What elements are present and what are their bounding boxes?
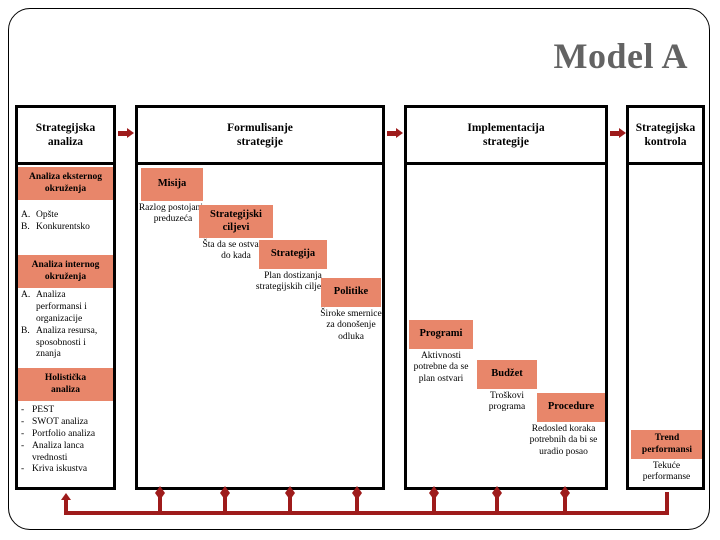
list-text: Analiza resursa, sposobnosti i znanja bbox=[36, 325, 98, 360]
list-marker: B. bbox=[21, 221, 30, 232]
list-text: Konkurentsko bbox=[36, 221, 90, 232]
step-caption-trend-performansi: Tekuće performanse bbox=[642, 461, 691, 483]
feedback-loop-right-riser bbox=[665, 492, 669, 515]
column-header-line2: analiza bbox=[47, 136, 84, 148]
column-header-strategijska-kontrola: Strategijska kontrola bbox=[626, 105, 705, 165]
column-header-line1: Implementacija bbox=[467, 121, 545, 134]
step-label: Budžet bbox=[491, 368, 523, 380]
step-label: Procedure bbox=[547, 401, 595, 413]
list-text: Analiza performansi i organizacije bbox=[36, 290, 87, 324]
feedback-loop-horizontal bbox=[64, 511, 669, 515]
block-list-analiza-eksternog: A. Opšte B. Konkurentsko bbox=[21, 210, 113, 234]
list-marker: - bbox=[21, 428, 25, 439]
list-item: - PEST bbox=[21, 405, 113, 417]
list-item: - SWOT analiza bbox=[21, 417, 113, 429]
block-title-line1: Analiza eksternog bbox=[28, 172, 103, 183]
column-body-strategijska-kontrola: Trend performansi Tekuće performanse bbox=[626, 165, 705, 490]
column-body-implementacija-strategije: Programi Aktivnosti potrebne da se plan … bbox=[404, 165, 608, 490]
list-item: A. Opšte bbox=[21, 210, 113, 222]
list-item: - Analiza lanca vrednosti bbox=[21, 441, 113, 465]
column-body-formulisanje-strategije: Misija Razlog postojanja preduzeća Strat… bbox=[135, 165, 385, 490]
step-box-strategijski-ciljevi: Strategijski ciljevi bbox=[199, 205, 273, 238]
block-title-line2: okruženja bbox=[44, 183, 87, 194]
step-caption-strategija: Plan dostizanja strategijskih ciljeva bbox=[255, 271, 331, 293]
list-text: Kriva iskustva bbox=[32, 464, 88, 475]
step-box-budzet: Budžet bbox=[477, 360, 537, 389]
step-caption-procedure: Redosled koraka potrebnih da bi se uradi… bbox=[529, 424, 598, 457]
column-header-line1: Strategijska bbox=[35, 121, 96, 134]
step-caption-misija: Razlog postojanja preduzeća bbox=[138, 203, 208, 225]
block-list-analiza-internog: A. Analiza performansi i organizacije B.… bbox=[21, 290, 113, 361]
step-label: Programi bbox=[419, 328, 463, 340]
step-box-strategija: Strategija bbox=[259, 240, 327, 269]
column-header-line1: Strategijska bbox=[635, 121, 696, 134]
block-title-line1: Holistička bbox=[44, 373, 87, 384]
list-text: PEST bbox=[32, 405, 55, 415]
block-title-line2: analiza bbox=[50, 384, 80, 395]
column-header-line2: kontrola bbox=[644, 136, 687, 148]
column-header-line2: strategije bbox=[237, 136, 283, 148]
column-header-strategijska-analiza: Strategijska analiza bbox=[15, 105, 116, 165]
step-label: Strategija bbox=[270, 248, 316, 260]
slide-border-frame bbox=[8, 8, 710, 530]
list-item: - Portfolio analiza bbox=[21, 429, 113, 441]
list-item: B. Analiza resursa, sposobnosti i znanja bbox=[21, 326, 113, 362]
feedback-loop-left-riser bbox=[64, 500, 68, 513]
block-title-holisticka-analiza: Holistička analiza bbox=[18, 368, 113, 401]
step-box-programi: Programi bbox=[409, 320, 473, 349]
list-text: Opšte bbox=[36, 210, 59, 220]
list-marker: - bbox=[21, 416, 25, 427]
list-item: A. Analiza performansi i organizacije bbox=[21, 290, 113, 326]
block-title-analiza-internog: Analiza internog okruženja bbox=[18, 255, 113, 288]
page-title: Model A bbox=[553, 36, 688, 76]
block-list-holisticka-analiza: - PEST - SWOT analiza - Portfolio analiz… bbox=[21, 405, 113, 476]
column-body-strategijska-analiza: Analiza eksternog okruženja A. Opšte B. … bbox=[15, 165, 116, 490]
step-box-procedure: Procedure bbox=[537, 393, 605, 422]
step-caption-programi: Aktivnosti potrebne da se plan ostvari bbox=[413, 351, 469, 384]
column-header-line2: strategije bbox=[483, 136, 529, 148]
step-box-misija: Misija bbox=[141, 168, 203, 201]
list-marker: - bbox=[21, 405, 25, 415]
step-label: Politike bbox=[333, 286, 369, 298]
list-item: - Kriva iskustva bbox=[21, 464, 113, 476]
list-text: Portfolio analiza bbox=[32, 428, 96, 439]
column-header-implementacija-strategije: Implementacija strategije bbox=[404, 105, 608, 165]
column-header-line1: Formulisanje bbox=[227, 121, 293, 134]
block-title-line1: Analiza internog bbox=[31, 260, 100, 271]
block-title-analiza-eksternog: Analiza eksternog okruženja bbox=[18, 167, 113, 200]
list-marker: A. bbox=[21, 290, 31, 300]
step-box-politike: Politike bbox=[321, 278, 381, 307]
step-label: Trend performansi bbox=[641, 433, 693, 455]
step-label: Misija bbox=[157, 178, 187, 190]
step-box-trend-performansi: Trend performansi bbox=[631, 430, 702, 459]
list-text: Analiza lanca vrednosti bbox=[32, 440, 84, 463]
list-item: B. Konkurentsko bbox=[21, 222, 113, 234]
step-caption-budzet: Troškovi programa bbox=[488, 391, 526, 413]
column-header-formulisanje-strategije: Formulisanje strategije bbox=[135, 105, 385, 165]
list-marker: A. bbox=[21, 210, 31, 220]
list-marker: B. bbox=[21, 325, 30, 336]
step-caption-politike: Široke smernice za donošenje odluka bbox=[320, 309, 382, 342]
block-title-line2: okruženja bbox=[44, 271, 87, 282]
list-text: SWOT analiza bbox=[32, 416, 89, 427]
step-label: Strategijski ciljevi bbox=[210, 208, 262, 233]
step-caption-strategijski-ciljevi: Šta da se ostvari i do kada bbox=[202, 240, 270, 262]
list-marker: - bbox=[21, 464, 25, 475]
list-marker: - bbox=[21, 440, 25, 451]
